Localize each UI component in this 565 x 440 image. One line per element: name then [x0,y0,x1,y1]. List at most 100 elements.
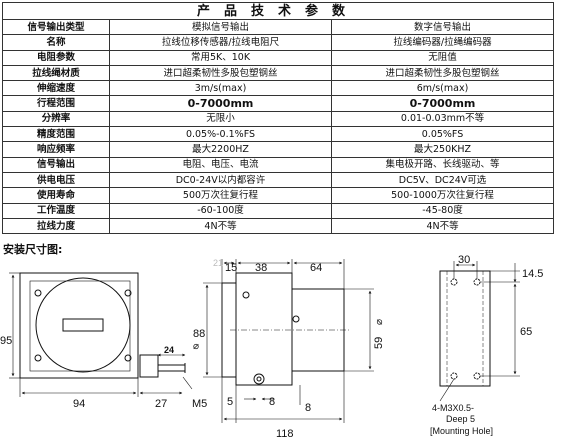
row-label: 使用寿命 [2,187,110,204]
row-digital: 6m/s(max) [330,80,555,97]
depth-note: Deep 5 [446,414,475,424]
row-analog: 最大2200HZ [109,141,332,158]
row-label: 拉线绳材质 [2,64,110,82]
hole-icon [450,278,458,286]
row-label: 分辨率 [2,110,110,128]
row-analog: 拉线位移传感器/拉线电阻尺 [109,34,332,51]
screw-icon [124,289,132,297]
screw-icon [34,289,42,297]
row-label: 名称 [2,34,110,51]
dim-width: 94 [73,398,85,410]
row-label: 工作温度 [2,202,110,219]
dim-faint: 21 [213,258,223,268]
row-label: 电阻参数 [2,49,110,66]
front-housing [19,272,139,379]
dim-diameter-88: 88 [193,328,205,340]
row-label: 信号输出 [2,156,110,173]
screw-icon [292,315,300,323]
cable-outlet [139,354,159,378]
thread-label: M5 [192,398,207,410]
screw-icon [242,291,250,299]
installation-drawing: 95 94 24 27 M5 21 [0,255,543,440]
cable-exit-icon [253,373,265,385]
hole-icon [450,372,458,380]
header-analog: 模拟信号输出 [109,18,332,36]
front-inner-outline [29,280,131,372]
row-analog: -60-100度 [109,202,332,219]
top-view [439,261,520,402]
screw-icon [34,354,42,362]
row-label: 响应频率 [2,141,110,158]
row-digital: 进口超柔韧性多股包塑钢丝 [330,64,555,82]
hole-icon [473,372,481,380]
section-title: 安装尺寸图: [3,243,63,256]
row-digital: 拉线编码器/拉绳编码器 [330,34,555,51]
front-window [62,318,104,332]
row-label: 伸缩速度 [2,80,110,97]
header-label: 信号输出类型 [2,18,110,36]
dim-total: 118 [276,428,294,440]
cable-exit-icon [256,376,262,382]
top-plate [439,270,491,387]
row-analog: 无限小 [109,110,332,128]
dim-14-5: 14.5 [522,268,543,280]
row-analog: 常用5K、10K [109,49,332,66]
row-analog: 4N不等 [109,217,332,235]
table-row: 名称拉线位移传感器/拉线电阻尺拉线编码器/拉绳编码器 [2,34,555,51]
row-digital: 4N不等 [330,217,555,235]
hole-icon [473,278,481,286]
side-view [203,259,374,423]
table-row: 拉线绳材质进口超柔韧性多股包塑钢丝进口超柔韧性多股包塑钢丝 [2,64,555,82]
dim-height: 95 [0,335,12,347]
dim-38: 38 [255,262,267,274]
mounting-note: [Mounting Hole] [430,426,493,436]
row-digital: 0.01-0.03mm不等 [330,110,555,128]
dim-5: 5 [227,396,233,408]
front-view [9,272,193,397]
row-digital: 0.05%FS [330,126,555,143]
row-label: 供电电压 [2,171,110,189]
row-analog: 500万次往复行程 [109,187,332,204]
front-drum-circle [35,277,131,373]
screw-icon [124,354,132,362]
leader-line [439,378,455,402]
row-digital: 500-1000万次往复行程 [330,187,555,204]
hole-note: 4-M3X0.5- [432,403,474,413]
table-row: 信号输出电阻、电压、电流集电极开路、长线驱动、等 [2,156,555,173]
dim-64: 64 [310,262,322,274]
row-digital: -45-80度 [330,202,555,219]
dim-cable: 24 [164,345,174,355]
dim-8a: 8 [269,396,275,408]
row-digital: 0-7000mm [330,95,555,112]
diameter-59-icon: ⌀ [374,319,385,325]
dim-15: 15 [225,262,237,274]
cable-line [158,364,185,372]
diameter-icon: ⌀ [193,341,199,352]
row-analog: 电阻、电压、电流 [109,156,332,173]
header-digital: 数字信号输出 [330,18,555,36]
row-label: 行程范围 [2,95,110,112]
dim-diameter-59: 59 [373,337,385,349]
row-analog: 3m/s(max) [109,80,332,97]
dim-8b: 8 [305,402,311,414]
table-title: 产品技术参数 [1,2,555,20]
side-body [235,272,293,386]
row-label: 拉线力度 [2,217,110,235]
spec-table: 产品技术参数 信号输出类型 模拟信号输出 数字信号输出 名称拉线位移传感器/拉线… [1,2,555,235]
row-analog: 0.05%-0.1%FS [109,126,332,143]
dim-30: 30 [458,255,470,266]
row-analog: DC0-24V以内都容许 [109,171,332,189]
dim-cable-len: 27 [155,398,167,410]
row-analog: 0-7000mm [109,95,332,112]
dim-65: 65 [520,326,532,338]
row-analog: 进口超柔韧性多股包塑钢丝 [109,64,332,82]
